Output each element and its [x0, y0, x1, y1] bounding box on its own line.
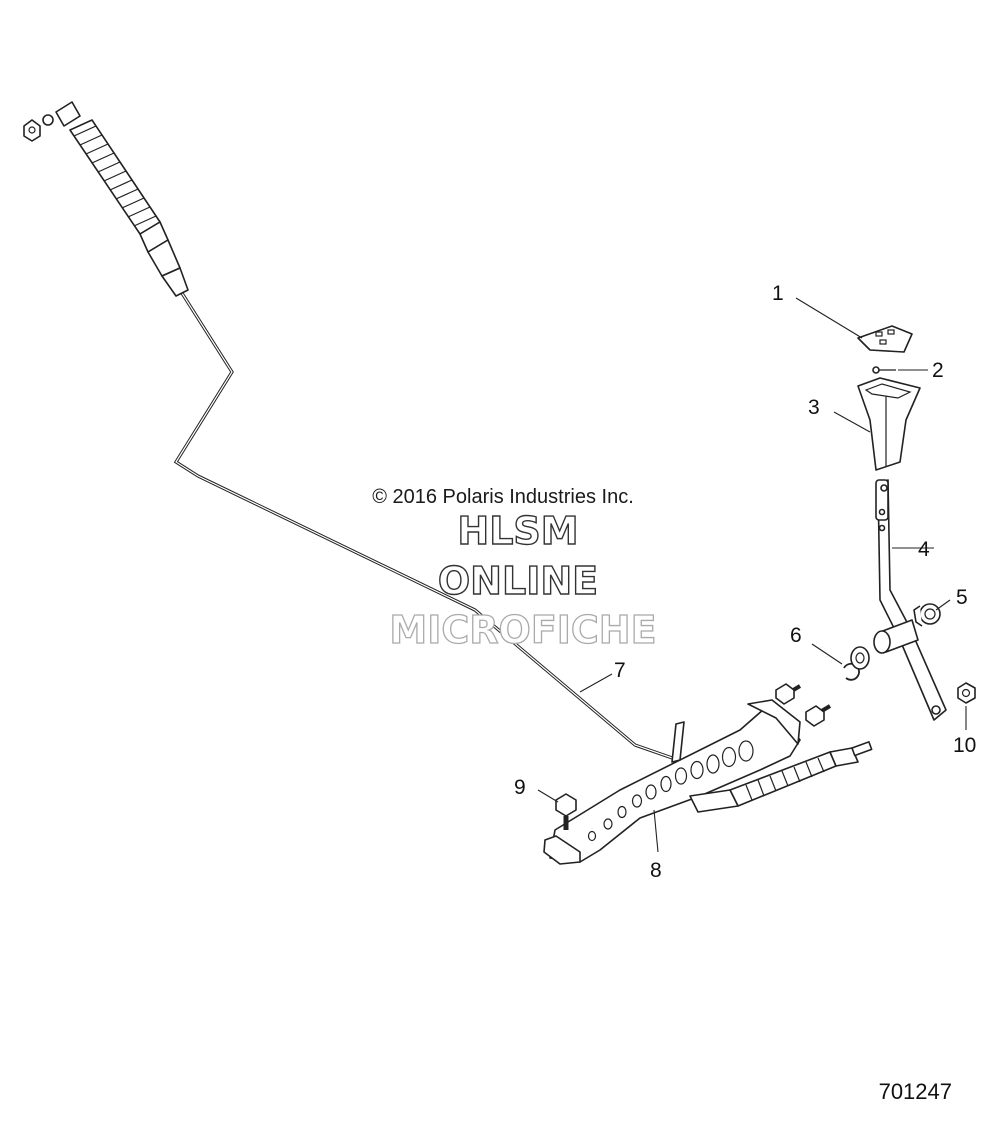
- callout-2: 2: [932, 359, 944, 382]
- copyright-text: © 2016 Polaris Industries Inc.: [372, 486, 634, 508]
- cable-boot: [42, 101, 189, 297]
- screw: [872, 366, 896, 374]
- leader-lines: [537, 297, 967, 853]
- callout-7: 7: [614, 659, 626, 682]
- callout-1: 1: [772, 282, 784, 305]
- shift-cable: [23, 101, 679, 762]
- watermark-online: ONLINE: [438, 559, 598, 603]
- shifter-bracket: [543, 699, 801, 865]
- watermark-hlsm: HLSM: [457, 509, 578, 553]
- shift-knob: [857, 377, 921, 471]
- watermark-microfiche: MICROFICHE: [389, 608, 656, 652]
- flange-bolt: [555, 793, 577, 830]
- bracket-bolts: [775, 683, 832, 727]
- retaining-clip: [843, 662, 860, 681]
- callout-8: 8: [650, 859, 662, 882]
- shift-lever: [873, 479, 947, 721]
- shifter-cable-end: [689, 741, 873, 813]
- callout-3: 3: [808, 396, 820, 419]
- callout-6: 6: [790, 624, 802, 647]
- watermark: © 2016 Polaris Industries Inc. HLSM ONLI…: [372, 486, 657, 653]
- lock-nut: [957, 682, 976, 704]
- callout-9: 9: [514, 776, 526, 799]
- shift-cap: [857, 325, 913, 353]
- cable-end-nut: [23, 119, 41, 142]
- callout-5: 5: [956, 586, 968, 609]
- callout-4: 4: [918, 538, 930, 561]
- washer: [850, 646, 870, 670]
- callouts: 1 2 3 4 5 6 7 8 9 10: [514, 282, 976, 882]
- callout-10: 10: [953, 734, 976, 757]
- bushing: [913, 603, 941, 627]
- diagram-id: 701247: [878, 1079, 952, 1104]
